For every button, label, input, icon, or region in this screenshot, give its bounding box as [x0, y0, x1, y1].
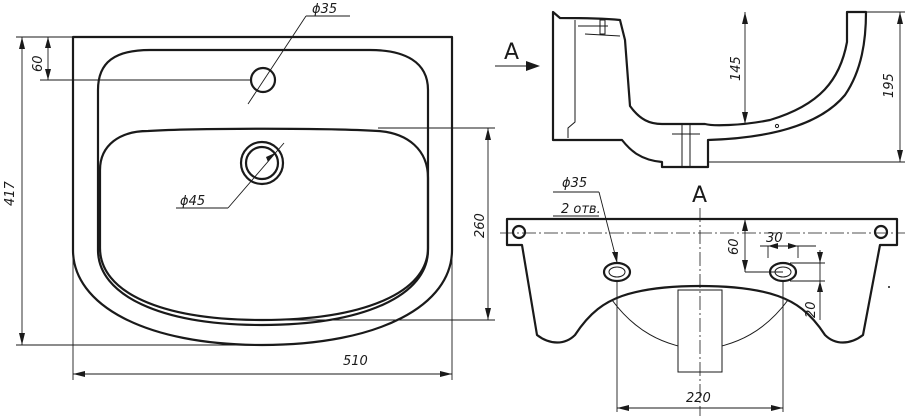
drain-hole-outer [239, 140, 285, 186]
dim-bowl-depth: 260 [473, 213, 488, 238]
dim-tap-offset: 60 [31, 55, 46, 72]
view-a-label: A [692, 183, 707, 208]
view-a-outline [505, 217, 899, 344]
dim-drain-diameter: ϕ45 [180, 194, 205, 209]
dim-overall-length: 510 [343, 354, 368, 369]
dim-bracket-hole-diameter: ϕ35 [562, 176, 587, 191]
bracket-hole-left [511, 224, 527, 240]
dim-tap-diameter: ϕ35 [312, 2, 337, 17]
bracket-hole-right [873, 224, 889, 240]
view-arrow-label: A [504, 40, 519, 65]
dim-fixing-drop: 60 [727, 238, 742, 255]
dim-side-height: 145 [729, 56, 744, 81]
side-view-outline [551, 10, 868, 169]
top-view-rim [96, 48, 430, 327]
dim-fixing-width: 30 [766, 231, 783, 246]
dim-bracket-spacing: 220 [686, 391, 711, 406]
view-a: A ϕ35 2 отв. 60 30 [500, 176, 905, 416]
drain-hole-inner [244, 145, 280, 181]
tap-hole [249, 66, 277, 94]
bowl-outline [98, 127, 430, 322]
side-view: A 145 195 [495, 10, 905, 169]
fixing-hole-left [602, 261, 632, 283]
dim-fixing-height: 20 [804, 301, 819, 318]
dim-overall-depth: 417 [3, 180, 18, 206]
dim-total-height: 195 [882, 73, 897, 98]
dim-bracket-hole-count: 2 отв. [561, 202, 601, 217]
top-view-outline [71, 35, 454, 347]
top-view: 510 417 60 ϕ35 ϕ45 260 [3, 2, 495, 380]
